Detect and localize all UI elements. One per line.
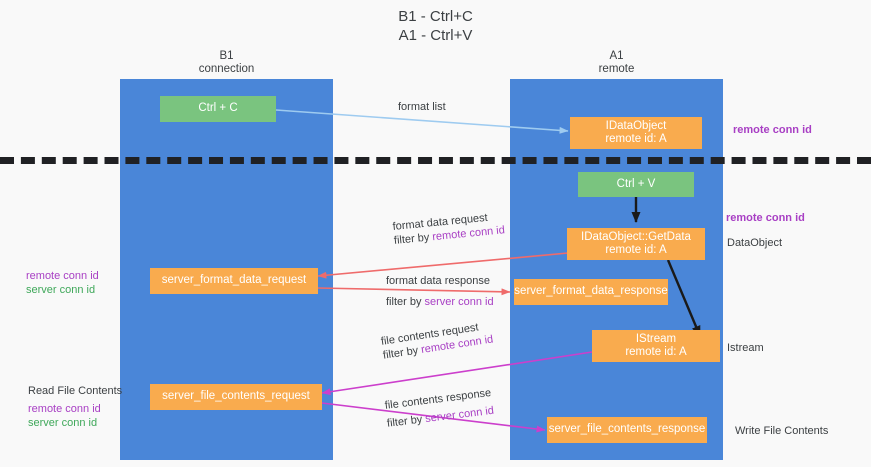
node-getdata-line1: IDataObject::GetData	[581, 230, 691, 243]
column-header-a1: A1 remote	[510, 50, 723, 76]
node-server-file-contents-response-label: server_file_contents_response	[548, 423, 706, 436]
phase-divider	[0, 157, 871, 164]
node-istream-line2: remote id: A	[625, 346, 687, 358]
side-label-dataobject-text: DataObject	[727, 237, 783, 249]
node-server-file-contents-request[interactable]: server_file_contents_request	[150, 384, 322, 410]
node-server-format-data-response[interactable]: server_format_data_response	[514, 279, 668, 305]
edge-format-list	[275, 109, 569, 134]
side-label-remote-conn-id-mid-text: remote conn id	[726, 212, 805, 224]
side-label-server-conn-id-left-mid: server conn id	[26, 284, 96, 296]
side-label-istream: Istream	[727, 341, 764, 355]
side-label-remote-conn-id-top: remote conn id	[733, 123, 812, 137]
title-line-1: B1 - Ctrl+C	[398, 8, 473, 25]
edge-format-data-response	[317, 287, 511, 296]
node-ctrl-v[interactable]: Ctrl + V	[578, 172, 694, 197]
side-label-read-file-contents-text: Read File Contents	[28, 385, 123, 397]
node-idataobject-top-line2: remote id: A	[605, 133, 667, 145]
node-server-format-data-request-label: server_format_data_request	[161, 274, 307, 287]
node-server-file-contents-response[interactable]: server_file_contents_response	[547, 417, 707, 443]
node-ctrl-c-label: Ctrl + C	[198, 102, 238, 115]
node-idataobject-top-line1: IDataObject	[605, 119, 667, 132]
column-header-b1-name: B1	[219, 50, 234, 62]
side-label-remote-conn-id-top-text: remote conn id	[733, 124, 812, 136]
node-server-file-contents-request-label: server_file_contents_request	[162, 390, 310, 403]
edge-label-format-data-response-text: format data response	[386, 275, 490, 287]
edge-label-format-list-text: format list	[398, 101, 446, 113]
side-label-server-conn-id-left-bot: server conn id	[28, 417, 98, 429]
filter-prefix: filter by	[386, 296, 425, 308]
node-server-format-data-request[interactable]: server_format_data_request	[150, 268, 318, 294]
edge-getdata-to-istream	[666, 259, 702, 337]
edge-label-format-data-response-filter: filter by server conn id	[386, 295, 494, 309]
filter-value: server conn id	[424, 296, 494, 308]
side-label-dataobject: DataObject	[727, 236, 782, 250]
side-label-remote-conn-id-left-mid: remote conn id	[26, 270, 99, 282]
side-label-istream-text: Istream	[727, 342, 764, 354]
edge-label-format-list: format list	[398, 100, 446, 114]
edge-file-contents-request	[321, 351, 593, 396]
column-header-a1-name: A1	[609, 50, 624, 62]
node-idataobject-getdata[interactable]: IDataObject::GetData remote id: A	[567, 228, 705, 260]
side-label-read-file-contents: Read File Contents	[28, 384, 122, 398]
column-header-b1: B1 connection	[120, 50, 333, 76]
node-istream[interactable]: IStream remote id: A	[592, 330, 720, 362]
node-getdata-line2: remote id: A	[605, 244, 667, 256]
side-label-remote-conn-id-mid: remote conn id	[726, 211, 805, 225]
side-label-remote-conn-id-left-bot: remote conn id	[28, 403, 101, 415]
side-label-write-file-contents: Write File Contents	[735, 424, 828, 438]
column-header-a1-role: remote	[598, 63, 635, 75]
filter-prefix: filter by	[393, 231, 433, 247]
node-ctrl-c[interactable]: Ctrl + C	[160, 96, 276, 122]
node-ctrl-v-label: Ctrl + V	[616, 177, 656, 190]
edge-label-format-data-response: format data response filter by server co…	[386, 274, 494, 309]
side-label-write-file-contents-text: Write File Contents	[735, 425, 829, 437]
side-label-conn-ids-bot: remote conn id server conn id	[28, 402, 101, 430]
node-istream-line1: IStream	[635, 332, 677, 345]
side-label-conn-ids-mid: remote conn id server conn id	[26, 269, 99, 297]
node-idataobject-top[interactable]: IDataObject remote id: A	[570, 117, 702, 149]
column-header-b1-role: connection	[198, 63, 255, 75]
title-line-2: A1 - Ctrl+V	[398, 27, 473, 44]
edge-file-contents-response	[321, 402, 546, 433]
node-server-format-data-response-label: server_format_data_response	[514, 285, 668, 298]
page-title: B1 - Ctrl+C A1 - Ctrl+V	[0, 7, 871, 45]
edge-format-data-request	[317, 252, 569, 279]
